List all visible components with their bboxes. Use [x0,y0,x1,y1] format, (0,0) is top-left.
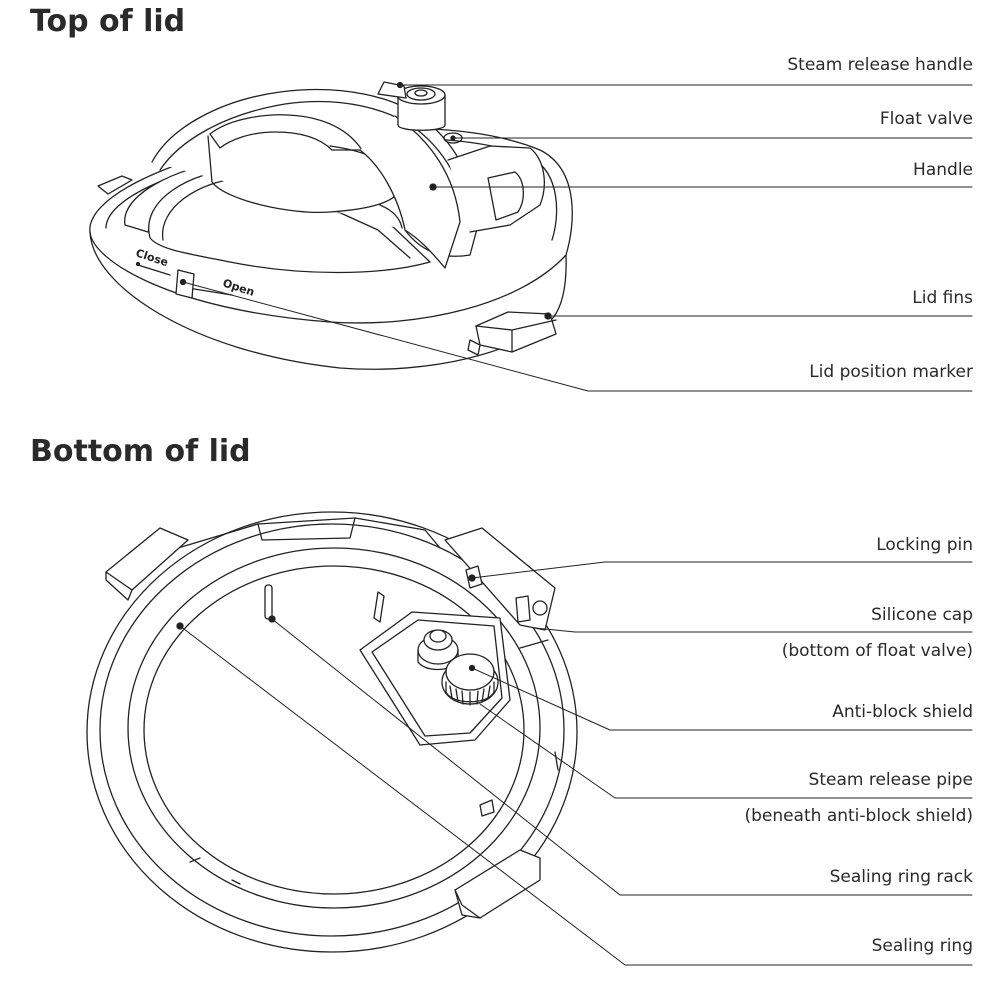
top-of-lid-title: Top of lid [30,4,186,39]
label-handle: Handle [913,160,973,180]
top-lid-drawing: Close Open [89,81,573,370]
label-steam-release-pipe: Steam release pipe [808,770,973,790]
bottom-fin [454,849,541,919]
label-float-valve: Float valve [879,109,973,129]
label-locking-pin: Locking pin [876,535,973,555]
label-sealing-ring: Sealing ring [871,936,973,956]
bottom-lid-drawing [86,511,578,953]
sealing-ring [127,547,541,909]
bottom-of-lid-title: Bottom of lid [30,434,251,469]
label-lid-position-marker: Lid position marker [809,362,973,382]
left-fin-bottom [105,527,189,591]
anti-block-shield-plate [359,611,511,746]
lid-base [89,231,567,370]
label-steam-release-pipe-note: (beneath anti-block shield) [744,806,973,826]
label-steam-release-handle: Steam release handle [787,55,973,75]
label-sealing-ring-rack: Sealing ring rack [829,867,973,887]
leader-lines [179,84,973,966]
label-silicone-cap-note: (bottom of float valve) [781,641,973,661]
label-silicone-cap: Silicone cap [871,605,973,625]
handle-arm [359,115,461,269]
label-lid-fins: Lid fins [912,288,973,308]
label-anti-block-shield: Anti-block shield [832,702,973,722]
left-fin-top [97,175,133,195]
